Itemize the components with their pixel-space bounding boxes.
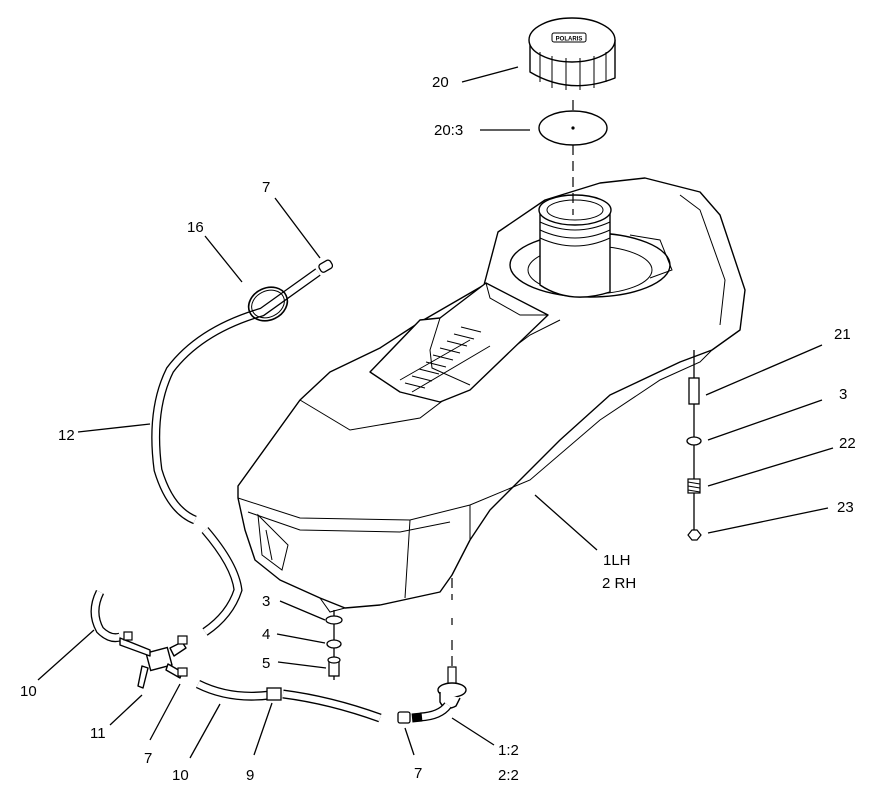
- callout-20: 20: [432, 74, 449, 91]
- callout-3-left: 3: [262, 593, 270, 610]
- clip-7-bottom-right: [397, 711, 411, 724]
- right-mount-stack: [686, 350, 702, 541]
- spring-22: [687, 478, 701, 494]
- fuel-outlet-fitting: [419, 666, 467, 722]
- clip-7-top: [318, 259, 334, 273]
- washer-3-right: [686, 436, 702, 446]
- callout-23: 23: [837, 499, 854, 516]
- vent-hose-12: [151, 268, 321, 636]
- filter-9: [266, 687, 282, 701]
- callout-7-bottom-right: 7: [414, 765, 422, 782]
- washer-3-left: [325, 615, 343, 625]
- callout-10-bottom: 10: [172, 767, 189, 784]
- hose-to-outlet: [282, 689, 423, 723]
- leader-lines: [37, 66, 834, 759]
- tray-grille: [399, 326, 491, 393]
- callout-16: 16: [187, 219, 204, 236]
- left-mount-stack: [325, 610, 343, 680]
- callout-2rh: 2 RH: [602, 575, 636, 592]
- cap-gasket: [538, 110, 608, 146]
- stud-21: [688, 377, 700, 405]
- callout-10-left: 10: [20, 683, 37, 700]
- callout-1-2: 1:2: [498, 742, 519, 759]
- callout-5: 5: [262, 655, 270, 672]
- fuel-cap: POLARIS: [528, 17, 616, 90]
- callout-7-top: 7: [262, 179, 270, 196]
- callout-12: 12: [58, 427, 75, 444]
- callout-2-2: 2:2: [498, 767, 519, 784]
- hose-10-bottom: [195, 679, 271, 701]
- callout-20-3: 20:3: [434, 122, 463, 139]
- callout-labels: 20 20:3 7 16 12 21 3 22 23 1LH 2 RH 3 4 …: [20, 74, 856, 784]
- fuel-valve-11: [119, 631, 188, 689]
- callout-21: 21: [834, 326, 851, 343]
- callout-11: 11: [90, 725, 106, 742]
- callout-3-right: 3: [839, 386, 847, 403]
- fuel-tank: [237, 177, 746, 613]
- nut-23: [687, 529, 702, 541]
- callout-1lh: 1LH: [603, 552, 631, 569]
- callout-7-bottom-left: 7: [144, 750, 152, 767]
- washer-4: [326, 639, 342, 649]
- callout-22: 22: [839, 435, 856, 452]
- clamp-16: [247, 286, 289, 322]
- callout-4: 4: [262, 626, 270, 643]
- hose-10-left: [90, 589, 122, 643]
- cap-logo-text: POLARIS: [556, 37, 583, 43]
- callout-9: 9: [246, 767, 254, 784]
- cap-logo: [551, 32, 587, 43]
